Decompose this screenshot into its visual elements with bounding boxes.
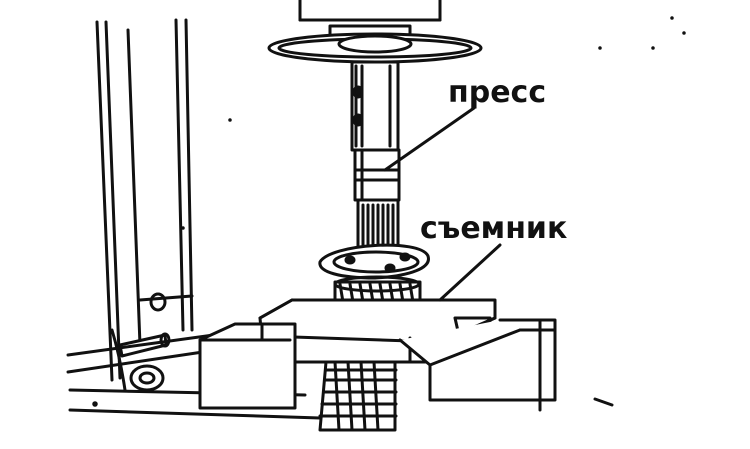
puller-flange [318,243,430,280]
press-head [353,148,401,250]
lower-gear-stack [318,360,398,432]
press-spindle [350,60,400,152]
hand-wheel [267,32,483,64]
puller-leader-line [438,243,502,302]
press-leader-line [383,106,476,172]
support-blocks [198,318,557,412]
specks [92,16,686,407]
label-puller: съемник [420,211,567,246]
label-press: пресс [448,75,546,110]
press-top [298,0,442,40]
frame-hole [149,292,167,312]
